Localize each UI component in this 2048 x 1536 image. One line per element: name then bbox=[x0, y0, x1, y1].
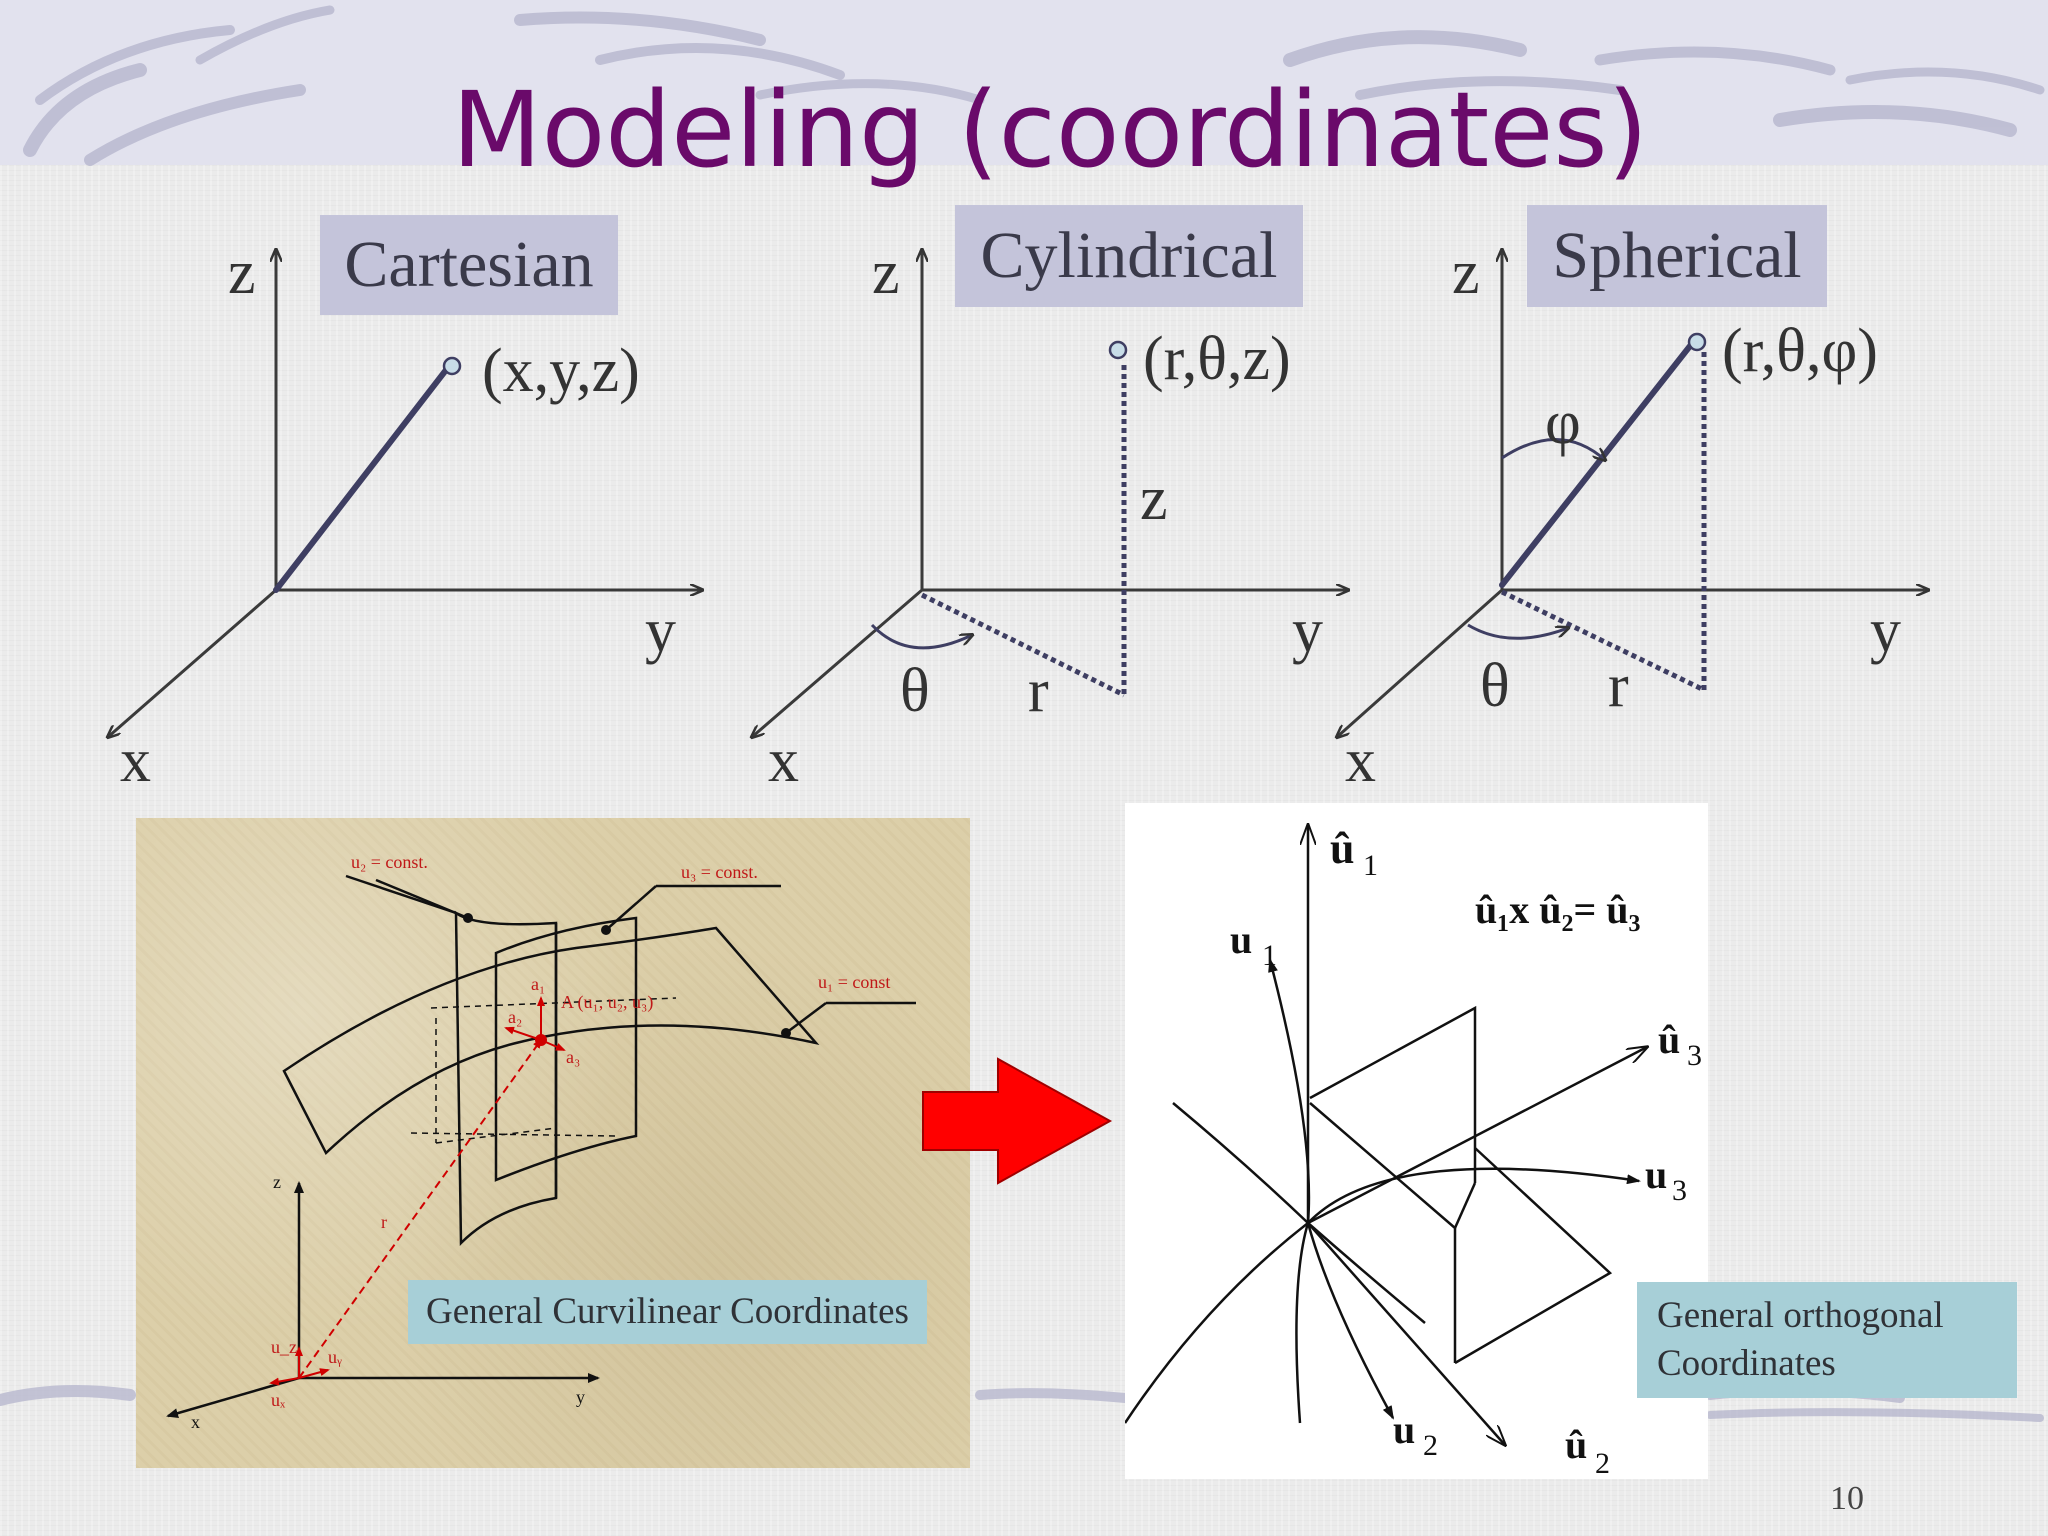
u1-hat-sub: 1 bbox=[1363, 849, 1378, 882]
a2-label: a₂ bbox=[508, 1007, 522, 1027]
u2-sub: 2 bbox=[1423, 1429, 1438, 1462]
u2-label: u bbox=[1393, 1407, 1415, 1452]
spherical-z-label: z bbox=[1452, 239, 1480, 307]
spherical-label: Spherical bbox=[1527, 205, 1827, 307]
u1-label: u bbox=[1230, 917, 1252, 962]
spherical-point-label: (r,θ,φ) bbox=[1722, 317, 1878, 385]
cylindrical-z-label: z bbox=[872, 239, 900, 307]
cylindrical-x-label: x bbox=[768, 727, 799, 795]
spherical-radius-line bbox=[1500, 589, 1706, 693]
relation-label: û₁x û₂= û₃ bbox=[1475, 887, 1641, 932]
cylindrical-x-axis bbox=[752, 588, 923, 737]
u3-sub: 3 bbox=[1672, 1174, 1687, 1207]
cartesian-point bbox=[442, 356, 462, 376]
cylindrical-theta-arc bbox=[870, 623, 972, 650]
orthogonal-figure: û 1 u 1 û₁x û₂= û₃ û 3 u 3 u 2 û 2 bbox=[1125, 803, 1708, 1479]
u2-curve bbox=[1306, 1222, 1395, 1420]
a1-label: a₁ bbox=[531, 974, 545, 994]
spherical-x-axis bbox=[1337, 588, 1503, 737]
cylindrical-point-label: (r,θ,z) bbox=[1143, 325, 1291, 393]
cylindrical-label: Cylindrical bbox=[955, 205, 1303, 307]
u2-hat-sub: 2 bbox=[1595, 1447, 1610, 1479]
cartesian-x-label: x bbox=[120, 727, 151, 795]
slide-title: Modeling (coordinates) bbox=[451, 69, 1649, 191]
spherical-y-label: y bbox=[1870, 597, 1901, 665]
spherical-position-vector bbox=[1499, 343, 1693, 588]
cylindrical-y-label: y bbox=[1292, 597, 1323, 665]
curvilinear-drawing: u₂ = const. u₃ = const. u₁ = const A (u₁… bbox=[166, 852, 916, 1432]
header-band bbox=[0, 0, 2048, 165]
cartesian-y-label: y bbox=[645, 597, 676, 665]
u2-hat-axis bbox=[1307, 1222, 1505, 1445]
spherical-phi-arc bbox=[1501, 438, 1605, 460]
curvilinear-x-label: x bbox=[191, 1412, 200, 1432]
cylindrical-theta-label: θ bbox=[900, 657, 930, 725]
spherical-theta-arc bbox=[1467, 623, 1568, 640]
spherical-phi-label: φ bbox=[1545, 389, 1581, 457]
spherical-point bbox=[1687, 332, 1707, 352]
u2-const-label: u₂ = const. bbox=[351, 852, 428, 872]
curvilinear-z-label: z bbox=[273, 1172, 281, 1192]
curvilinear-y-label: y bbox=[576, 1387, 585, 1407]
point-a-label: A (u₁, u₂, u₃) bbox=[561, 992, 653, 1013]
page-number: 10 bbox=[1830, 1480, 1864, 1517]
spherical-r-label: r bbox=[1608, 652, 1629, 720]
u1-const-label: u₁ = const bbox=[818, 972, 890, 992]
uy-label: uᵧ bbox=[328, 1347, 342, 1368]
uz-label: u_z bbox=[271, 1337, 297, 1357]
cartesian-label: Cartesian bbox=[320, 215, 618, 315]
cylindrical-r-label: r bbox=[1028, 657, 1049, 725]
u3-hat-sub: 3 bbox=[1687, 1039, 1702, 1072]
cartesian-x-axis bbox=[108, 588, 277, 737]
cartesian-point-label: (x,y,z) bbox=[482, 337, 640, 405]
u3-hat-axis bbox=[1307, 1047, 1647, 1225]
a3-label: a₃ bbox=[566, 1047, 580, 1067]
u3-const-label: u₃ = const. bbox=[681, 862, 758, 882]
u3-hat-label: û bbox=[1658, 1017, 1680, 1062]
orthogonal-caption-line2: Coordinates bbox=[1657, 1343, 1836, 1385]
cylindrical-point bbox=[1108, 340, 1128, 360]
cylindrical-radius-line bbox=[920, 592, 1126, 698]
curvilinear-figure: u₂ = const. u₃ = const. u₁ = const A (u₁… bbox=[136, 818, 970, 1468]
u3-curve bbox=[1307, 1167, 1641, 1224]
cartesian-z-label: z bbox=[228, 239, 256, 307]
orthogonal-caption: General orthogonal Coordinates bbox=[1637, 1282, 2017, 1399]
orthogonal-caption-line1: General orthogonal bbox=[1657, 1295, 1944, 1336]
r-vector-label: r bbox=[381, 1212, 387, 1232]
right-arrow-icon bbox=[922, 1057, 1113, 1185]
ux-label: uₓ bbox=[271, 1390, 286, 1410]
curvilinear-caption: General Curvilinear Coordinates bbox=[408, 1280, 927, 1345]
u3-label: u bbox=[1645, 1152, 1667, 1197]
orthogonal-drawing: û 1 u 1 û₁x û₂= û₃ û 3 u 3 u 2 û 2 bbox=[1125, 803, 1702, 1479]
cylindrical-height-label: z bbox=[1140, 465, 1168, 533]
cartesian-position-vector bbox=[273, 367, 449, 593]
spherical-theta-label: θ bbox=[1480, 652, 1510, 720]
u1-sub: 1 bbox=[1262, 939, 1277, 972]
u1-hat-label: û bbox=[1330, 824, 1354, 873]
u2-hat-label: û bbox=[1565, 1422, 1587, 1467]
spherical-x-label: x bbox=[1345, 727, 1376, 795]
